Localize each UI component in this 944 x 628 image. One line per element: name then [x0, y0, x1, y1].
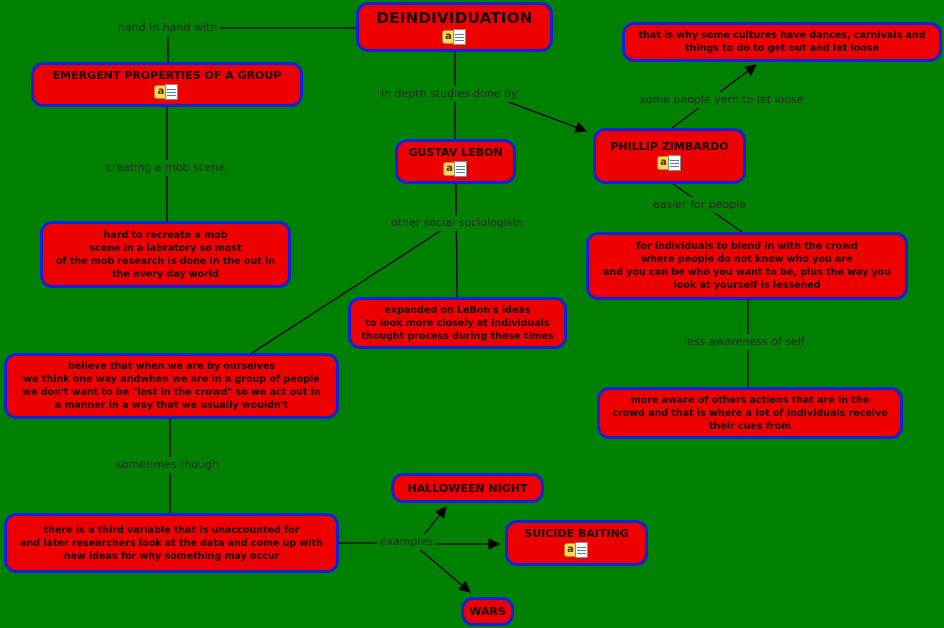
- concept-node-cultures-dances[interactable]: that is why some cultures have dances, c…: [622, 22, 942, 62]
- concept-node-gustav-lebon[interactable]: GUSTAV LEBON a: [395, 139, 516, 184]
- concept-node-suicide-baiting[interactable]: SUICIDE BAITING a: [505, 520, 648, 566]
- concept-node-halloween-night[interactable]: HALLOWEEN NIGHT: [391, 473, 544, 503]
- linking-phrase-creating-mob-scene[interactable]: creating a mob scene: [103, 160, 229, 176]
- document-icon: [452, 28, 466, 45]
- node-label: for individuals to blend in with the cro…: [603, 241, 891, 291]
- node-label: there is a third variable that is unacco…: [20, 524, 323, 562]
- linking-phrase-sometimes-though[interactable]: sometimes though: [113, 457, 222, 473]
- node-label: DEINDIVIDUATION: [376, 8, 533, 27]
- node-label: EMERGENT PROPERTIES OF A GROUP: [52, 68, 282, 82]
- node-label: HALLOWEEN NIGHT: [407, 481, 528, 495]
- document-icon: [667, 155, 681, 171]
- concept-node-expanded-lebon-ideas[interactable]: expanded on LeBon's ideas to look more c…: [348, 297, 567, 349]
- linking-phrase-yern-to-let-loose[interactable]: some people yern to let loose: [637, 92, 807, 108]
- resource-icon[interactable]: a: [154, 83, 180, 101]
- concept-node-emergent-properties[interactable]: EMERGENT PROPERTIES OF A GROUP a: [31, 62, 303, 107]
- document-icon: [453, 160, 467, 177]
- node-label: WARS: [469, 605, 506, 618]
- node-label: expanded on LeBon's ideas to look more c…: [361, 304, 554, 342]
- linking-phrase-other-sociologists[interactable]: other social sociologists: [388, 215, 526, 231]
- concept-node-believe-lost-in-crowd[interactable]: believe that when we are by ourselves we…: [4, 353, 339, 419]
- linking-phrase-examples[interactable]: examples: [377, 534, 437, 550]
- concept-node-more-aware-of-others[interactable]: more aware of others actions that are in…: [597, 387, 903, 439]
- document-icon: [165, 83, 178, 100]
- linking-phrase-less-awareness[interactable]: less awareness of self: [681, 334, 808, 350]
- node-label: that is why some cultures have dances, c…: [638, 30, 926, 54]
- concept-node-deindividuation[interactable]: DEINDIVIDUATION a: [356, 2, 553, 52]
- node-label: SUICIDE BAITING: [524, 527, 629, 540]
- node-label: believe that when we are by ourselves we…: [22, 361, 321, 411]
- resource-icon[interactable]: a: [442, 160, 469, 178]
- linking-phrase-easier-for-people[interactable]: easier for people: [650, 197, 749, 213]
- node-label: more aware of others actions that are in…: [612, 394, 888, 432]
- resource-icon[interactable]: a: [441, 28, 468, 46]
- concept-node-mob-research[interactable]: hard to recreate a mob scene in a labrat…: [40, 221, 291, 288]
- concept-node-blend-in-crowd[interactable]: for individuals to blend in with the cro…: [586, 232, 908, 300]
- concept-node-phillip-zimbardo[interactable]: PHILLIP ZIMBARDO a: [593, 128, 746, 184]
- resource-icon[interactable]: a: [656, 155, 683, 172]
- concept-node-third-variable[interactable]: there is a third variable that is unacco…: [4, 513, 339, 573]
- document-icon: [574, 542, 588, 558]
- linking-phrase-in-depth-studies[interactable]: in depth studies done by: [378, 86, 521, 102]
- node-label: hard to recreate a mob scene in a labrat…: [55, 229, 276, 280]
- concept-node-wars[interactable]: WARS: [461, 597, 514, 626]
- node-label: PHILLIP ZIMBARDO: [610, 140, 729, 153]
- linking-phrase-hand-in-hand[interactable]: hand in hand with: [115, 20, 221, 36]
- resource-icon[interactable]: a: [563, 542, 590, 559]
- node-label: GUSTAV LEBON: [408, 145, 503, 159]
